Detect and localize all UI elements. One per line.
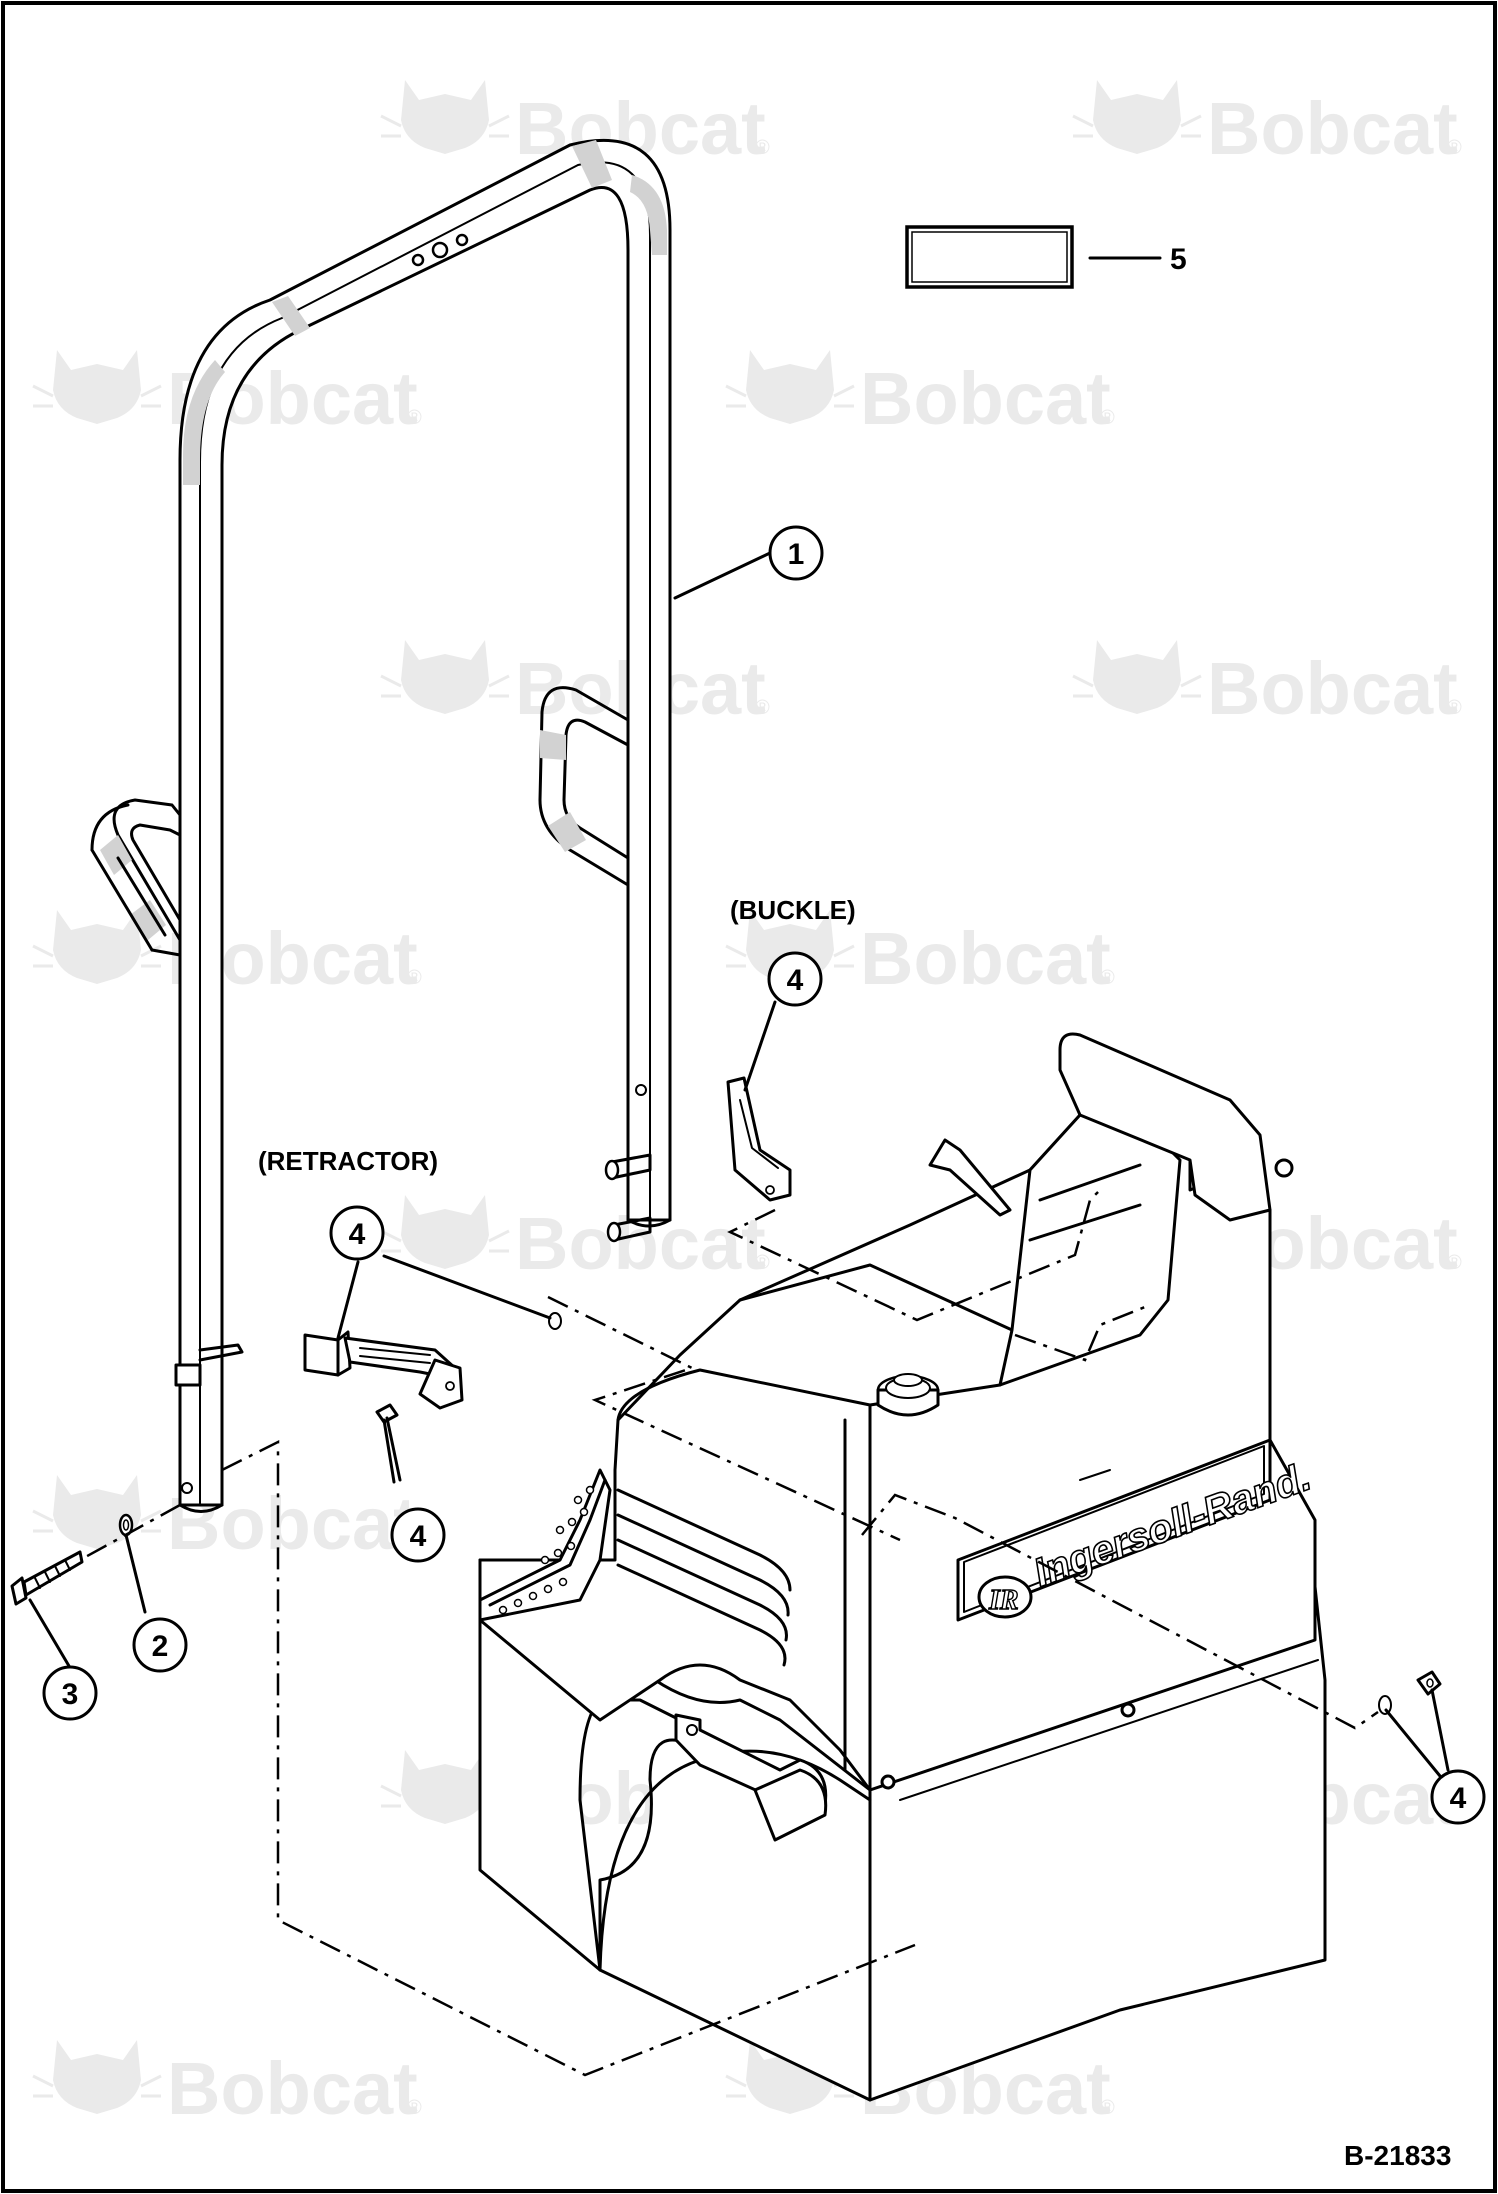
watermark-text: Bobcat [1207, 87, 1458, 170]
bobcat-logo-icon [1072, 640, 1202, 714]
bobcat-logo-icon [32, 350, 162, 424]
rops-frame [90, 138, 672, 1513]
bobcat-watermark: Bobcat® [1072, 640, 1462, 730]
watermark-registered-mark: ® [1100, 407, 1115, 429]
svg-text:4: 4 [787, 964, 804, 997]
bobcat-logo-icon [380, 80, 510, 154]
retractor-label: (RETRACTOR) [258, 1146, 438, 1176]
watermark-text: Bobcat [167, 2047, 418, 2130]
bobcat-logo-icon [380, 1195, 510, 1269]
bobcat-watermark: Bobcat® [380, 80, 770, 170]
bobcat-logo-icon [725, 350, 855, 424]
bobcat-logo-icon [1072, 80, 1202, 154]
callout-4-right: 4 [1430, 1769, 1486, 1825]
ir-logo-initials: IR [988, 1585, 1019, 1616]
svg-text:1: 1 [788, 538, 805, 571]
drawing-number: B-21833 [1344, 2140, 1451, 2171]
bobcat-watermark: Bobcat® [380, 640, 770, 730]
watermark-registered-mark: ® [1100, 967, 1115, 989]
bobcat-watermark: Bobcat® [1072, 80, 1462, 170]
watermark-registered-mark: ® [1100, 2097, 1115, 2119]
callout-5: 5 [1170, 243, 1187, 276]
watermark-registered-mark: ® [407, 407, 422, 429]
watermark-registered-mark: ® [755, 697, 770, 719]
watermark-registered-mark: ® [755, 1252, 770, 1274]
bobcat-watermark: Bobcat® [32, 1475, 422, 1565]
watermark-text: Bobcat [1207, 647, 1458, 730]
watermark-text: Bobcat [860, 917, 1111, 1000]
callout-4-retractor: 4 [329, 1205, 385, 1261]
callout-1: 1 [768, 525, 824, 581]
bobcat-logo-icon [380, 640, 510, 714]
svg-text:3: 3 [62, 1678, 79, 1711]
callout-4-buckle: 4 [767, 951, 823, 1007]
callout-2: 2 [132, 1617, 188, 1673]
bobcat-watermark: Bobcat® [32, 910, 422, 1000]
machine-body: IR Ingersoll-Rand. [478, 1032, 1327, 2102]
watermark-registered-mark: ® [1447, 137, 1462, 159]
watermark-registered-mark: ® [1447, 697, 1462, 719]
watermark-registered-mark: ® [407, 2097, 422, 2119]
svg-text:4: 4 [410, 1520, 427, 1553]
svg-text:4: 4 [349, 1218, 366, 1251]
seat-belt-buckle [726, 1076, 792, 1202]
svg-text:4: 4 [1450, 1782, 1467, 1815]
bobcat-watermark: Bobcat® [380, 1195, 770, 1285]
callout-3: 3 [42, 1665, 98, 1721]
watermark-registered-mark: ® [755, 137, 770, 159]
watermark-registered-mark: ® [407, 967, 422, 989]
bobcat-logo-icon [32, 1475, 162, 1549]
watermark-registered-mark: ® [1447, 1252, 1462, 1274]
decal-icon [905, 225, 1074, 289]
bobcat-watermark: Bobcat® [725, 350, 1115, 440]
bobcat-logo-icon [32, 910, 162, 984]
ingersoll-rand-logo-icon: IR [977, 1575, 1033, 1619]
seat-belt-retractor [303, 1330, 464, 1410]
buckle-label: (BUCKLE) [730, 895, 856, 925]
callout-4-bolt: 4 [390, 1507, 446, 1563]
bobcat-watermark: Bobcat® [32, 2040, 422, 2130]
bobcat-logo-icon [32, 2040, 162, 2114]
svg-text:2: 2 [152, 1630, 169, 1663]
watermark-text: Bobcat [860, 357, 1111, 440]
